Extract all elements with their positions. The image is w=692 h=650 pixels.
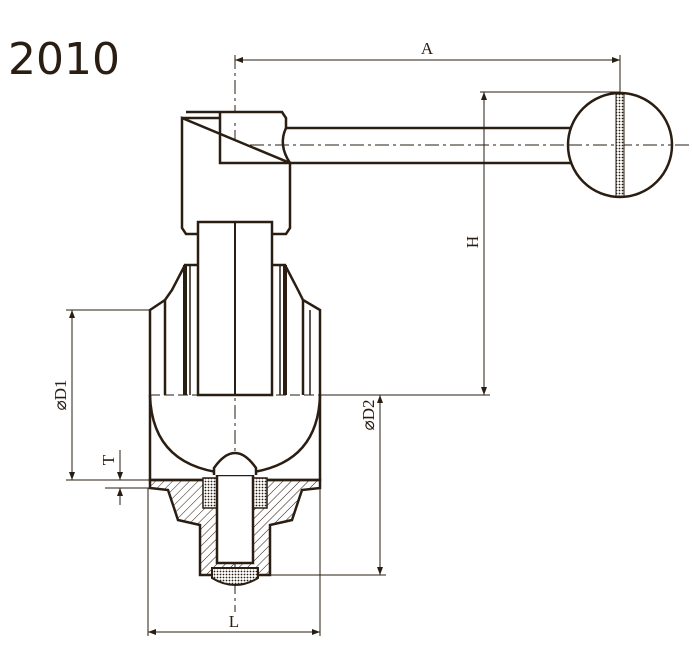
shaft-bore xyxy=(215,473,255,565)
handle-bar xyxy=(281,126,575,165)
dimension-T xyxy=(105,450,150,505)
bottom-plug xyxy=(211,567,259,586)
dimension-D2 xyxy=(258,395,386,576)
valve-body xyxy=(148,263,322,482)
dimension-L xyxy=(147,488,321,636)
dimension-H xyxy=(320,91,620,396)
label-L: L xyxy=(229,612,239,631)
dimension-D1 xyxy=(66,309,150,481)
label-D1: ⌀D1 xyxy=(51,379,70,410)
model-number: 2010 xyxy=(8,34,120,85)
label-H: H xyxy=(463,236,482,248)
label-D2: ⌀D2 xyxy=(359,399,378,430)
dimension-A xyxy=(235,55,621,92)
knurling xyxy=(615,93,625,197)
handle-block xyxy=(180,110,292,236)
shaft-tip xyxy=(212,451,258,475)
label-A: A xyxy=(421,39,434,58)
label-T: T xyxy=(99,454,118,465)
